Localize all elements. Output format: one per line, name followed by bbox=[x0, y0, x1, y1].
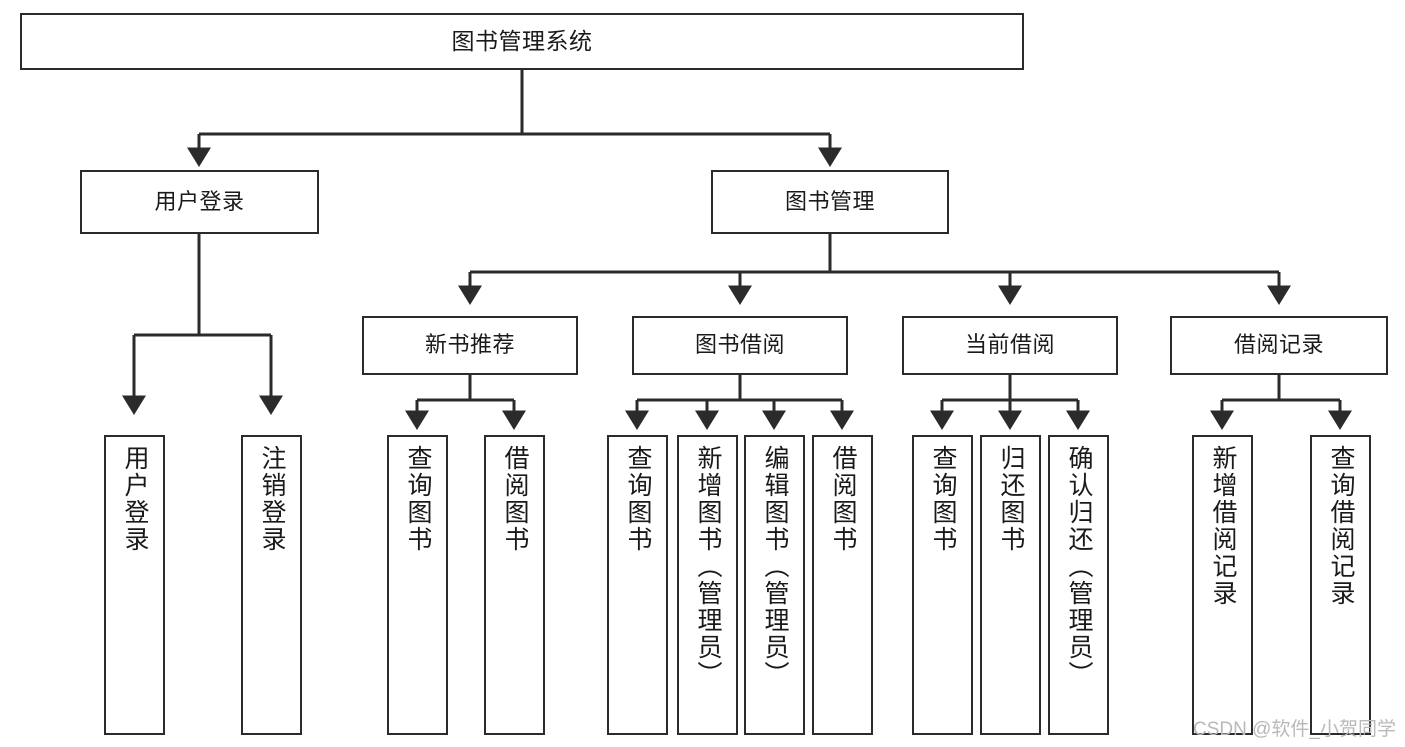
node-label: 新增图书（管理员） bbox=[694, 445, 722, 688]
leaf-user-login[interactable]: 用户登录 bbox=[104, 435, 165, 735]
node-root-system[interactable]: 图书管理系统 bbox=[20, 13, 1024, 70]
leaf-query-book-borrow[interactable]: 查询图书 bbox=[607, 435, 668, 735]
node-label: 查询借阅记录 bbox=[1327, 445, 1355, 607]
leaf-query-book-current[interactable]: 查询图书 bbox=[912, 435, 973, 735]
node-label: 图书借阅 bbox=[694, 332, 785, 358]
leaf-borrow-book[interactable]: 借阅图书 bbox=[812, 435, 873, 735]
node-book-borrow[interactable]: 图书借阅 bbox=[632, 316, 848, 375]
node-label: 借阅记录 bbox=[1233, 332, 1324, 358]
leaf-confirm-return-admin[interactable]: 确认归还（管理员） bbox=[1048, 435, 1109, 735]
leaf-query-borrow-record[interactable]: 查询借阅记录 bbox=[1310, 435, 1371, 735]
leaf-borrow-book-recommend[interactable]: 借阅图书 bbox=[484, 435, 545, 735]
node-label: 图书管理系统 bbox=[451, 27, 593, 54]
leaf-edit-book-admin[interactable]: 编辑图书（管理员） bbox=[744, 435, 805, 735]
node-label: 图书管理 bbox=[784, 188, 875, 214]
node-label: 注销登录 bbox=[258, 445, 286, 553]
node-label: 当前借阅 bbox=[964, 332, 1055, 358]
leaf-return-book[interactable]: 归还图书 bbox=[980, 435, 1041, 735]
node-label: 借阅图书 bbox=[501, 445, 529, 553]
node-label: 查询图书 bbox=[624, 445, 652, 553]
node-label: 编辑图书（管理员） bbox=[761, 445, 789, 688]
node-label: 新书推荐 bbox=[424, 332, 515, 358]
node-user-login[interactable]: 用户登录 bbox=[80, 170, 319, 234]
leaf-user-logout[interactable]: 注销登录 bbox=[241, 435, 302, 735]
csdn-watermark: CSDN @软件_小贺同学 bbox=[1193, 719, 1396, 740]
leaf-add-book-admin[interactable]: 新增图书（管理员） bbox=[677, 435, 738, 735]
node-borrow-record[interactable]: 借阅记录 bbox=[1170, 316, 1388, 375]
leaf-query-book-recommend[interactable]: 查询图书 bbox=[387, 435, 448, 735]
node-label: 查询图书 bbox=[929, 445, 957, 553]
leaf-add-borrow-record[interactable]: 新增借阅记录 bbox=[1192, 435, 1253, 735]
node-new-book-recommend[interactable]: 新书推荐 bbox=[362, 316, 578, 375]
node-current-borrow[interactable]: 当前借阅 bbox=[902, 316, 1118, 375]
node-label: 查询图书 bbox=[404, 445, 432, 553]
node-label: 用户登录 bbox=[121, 445, 149, 553]
node-book-management[interactable]: 图书管理 bbox=[711, 170, 949, 234]
node-label: 确认归还（管理员） bbox=[1065, 445, 1093, 688]
node-label: 归还图书 bbox=[997, 445, 1025, 553]
node-label: 用户登录 bbox=[154, 188, 245, 214]
node-label: 借阅图书 bbox=[829, 445, 857, 553]
node-label: 新增借阅记录 bbox=[1209, 445, 1237, 607]
